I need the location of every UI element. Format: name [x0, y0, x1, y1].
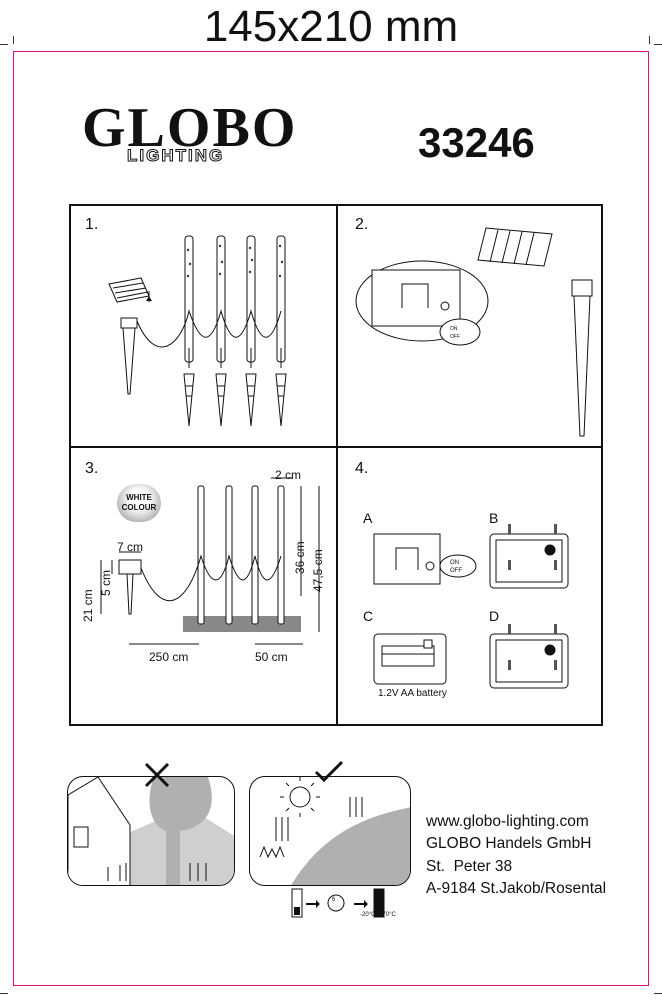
crop-mark	[654, 44, 662, 45]
panel-back-icon	[371, 269, 461, 327]
charge-hours: 6	[332, 897, 336, 903]
step-2-illustration: ON OFF	[355, 227, 593, 437]
stake-icon	[571, 279, 593, 437]
street-address: St. Peter 38	[426, 858, 513, 875]
instruction-grid: 1.	[69, 204, 603, 726]
brand-logo-sub: LIGHTING	[127, 146, 225, 165]
dim-panel-width: 7 cm	[117, 540, 144, 554]
placement-wrong-panel	[67, 776, 235, 886]
crop-mark	[0, 993, 8, 994]
step-2-number: 2.	[355, 216, 369, 233]
switch-label-off: OFF	[450, 334, 460, 340]
light-tubes-icon	[184, 235, 286, 363]
step-1-number: 1.	[85, 216, 99, 233]
switch-off-label: OFF	[450, 568, 462, 574]
company-name: GLOBO Handels GmbH	[426, 835, 592, 852]
grid-divider-vertical	[336, 206, 338, 724]
badge-line-2: COLOUR	[121, 503, 157, 512]
stake-icon	[120, 317, 138, 395]
battery-label: 1.2V AA battery	[378, 688, 447, 699]
step-3-number: 3.	[85, 460, 99, 477]
cross-icon	[144, 762, 170, 788]
crop-mark	[654, 993, 662, 994]
subfigure-a-label: A	[363, 510, 373, 526]
step-4-illustration: ON OFF 1.2V AA battery	[373, 524, 569, 699]
switch-on-label: ON	[450, 560, 459, 566]
charge-cycle-illustration	[291, 888, 385, 918]
brand-logo: GLOBO	[82, 97, 298, 159]
dim-total-height: 47,5 cm	[311, 549, 325, 592]
subfigure-c-label: C	[363, 608, 374, 624]
check-icon	[314, 760, 344, 783]
website-link[interactable]: www.globo-lighting.com	[426, 813, 589, 830]
page-size-label: 145x210 mm	[203, 2, 459, 51]
dim-width: 2 cm	[275, 468, 302, 482]
dim-spacing: 50 cm	[255, 650, 288, 664]
city-address: A-9184 St.Jakob/Rosental	[426, 880, 607, 897]
placement-correct-panel	[249, 776, 411, 886]
step-3-illustration	[100, 477, 320, 645]
solar-panel-icon	[118, 559, 142, 615]
temperature-range: -20°C~+70°C	[360, 912, 396, 918]
trim-border	[13, 51, 649, 986]
switch-label-on: ON	[450, 326, 458, 332]
dim-panel-height: 5 cm	[99, 569, 113, 596]
crop-mark	[649, 36, 650, 44]
crop-mark	[13, 36, 14, 44]
step-4-number: 4.	[355, 460, 369, 477]
step-1-illustration	[108, 235, 287, 427]
badge-line-1: WHITE	[126, 493, 152, 502]
crop-mark	[0, 44, 8, 45]
white-colour-badge: WHITE COLOUR	[117, 484, 161, 522]
subfigure-d-label: D	[489, 608, 500, 624]
dim-cable: 250 cm	[149, 650, 189, 664]
subfigure-b-label: B	[489, 510, 499, 526]
product-code: 33246	[418, 119, 535, 166]
dim-spike-height: 21 cm	[81, 589, 95, 622]
solar-panel-icon	[108, 277, 150, 303]
solar-panel-icon	[477, 227, 553, 267]
dim-tube-height: 36 cm	[293, 541, 307, 574]
grid-divider-horizontal	[71, 446, 601, 448]
